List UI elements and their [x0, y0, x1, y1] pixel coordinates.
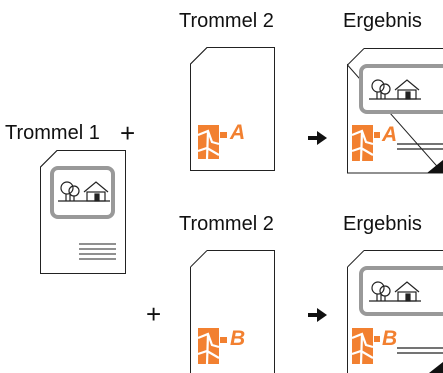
arrow-right-icon — [308, 308, 327, 322]
tree-icon — [60, 181, 80, 201]
result-bottom-label: Ergebnis — [343, 213, 422, 235]
drum2-bottom-label: Trommel 2 — [179, 213, 274, 235]
tree-icon — [371, 79, 391, 99]
result-top-document: A — [347, 48, 443, 174]
map-icon — [197, 125, 220, 160]
house-icon — [394, 281, 420, 302]
letter-b: B — [230, 327, 245, 350]
letter-b: B — [382, 327, 397, 350]
arrow-right-icon — [308, 131, 327, 145]
tree-icon — [371, 281, 391, 301]
map-icon — [351, 328, 374, 365]
map-icon — [351, 125, 374, 162]
map-icon — [197, 328, 220, 365]
drum2-top-document: A — [190, 47, 275, 171]
drum1-label: Trommel 1 — [5, 122, 100, 144]
result-top-label: Ergebnis — [343, 10, 422, 32]
drum2-bottom-document: B — [190, 250, 275, 373]
letter-a: A — [229, 121, 245, 144]
drum1-document — [40, 150, 126, 274]
plus-top: + — [120, 118, 136, 148]
letter-a: A — [381, 123, 397, 146]
text-lines — [79, 243, 116, 260]
plus-bottom: + — [146, 299, 162, 329]
drum2-top-label: Trommel 2 — [179, 10, 274, 32]
result-bottom-document: B — [347, 250, 443, 373]
